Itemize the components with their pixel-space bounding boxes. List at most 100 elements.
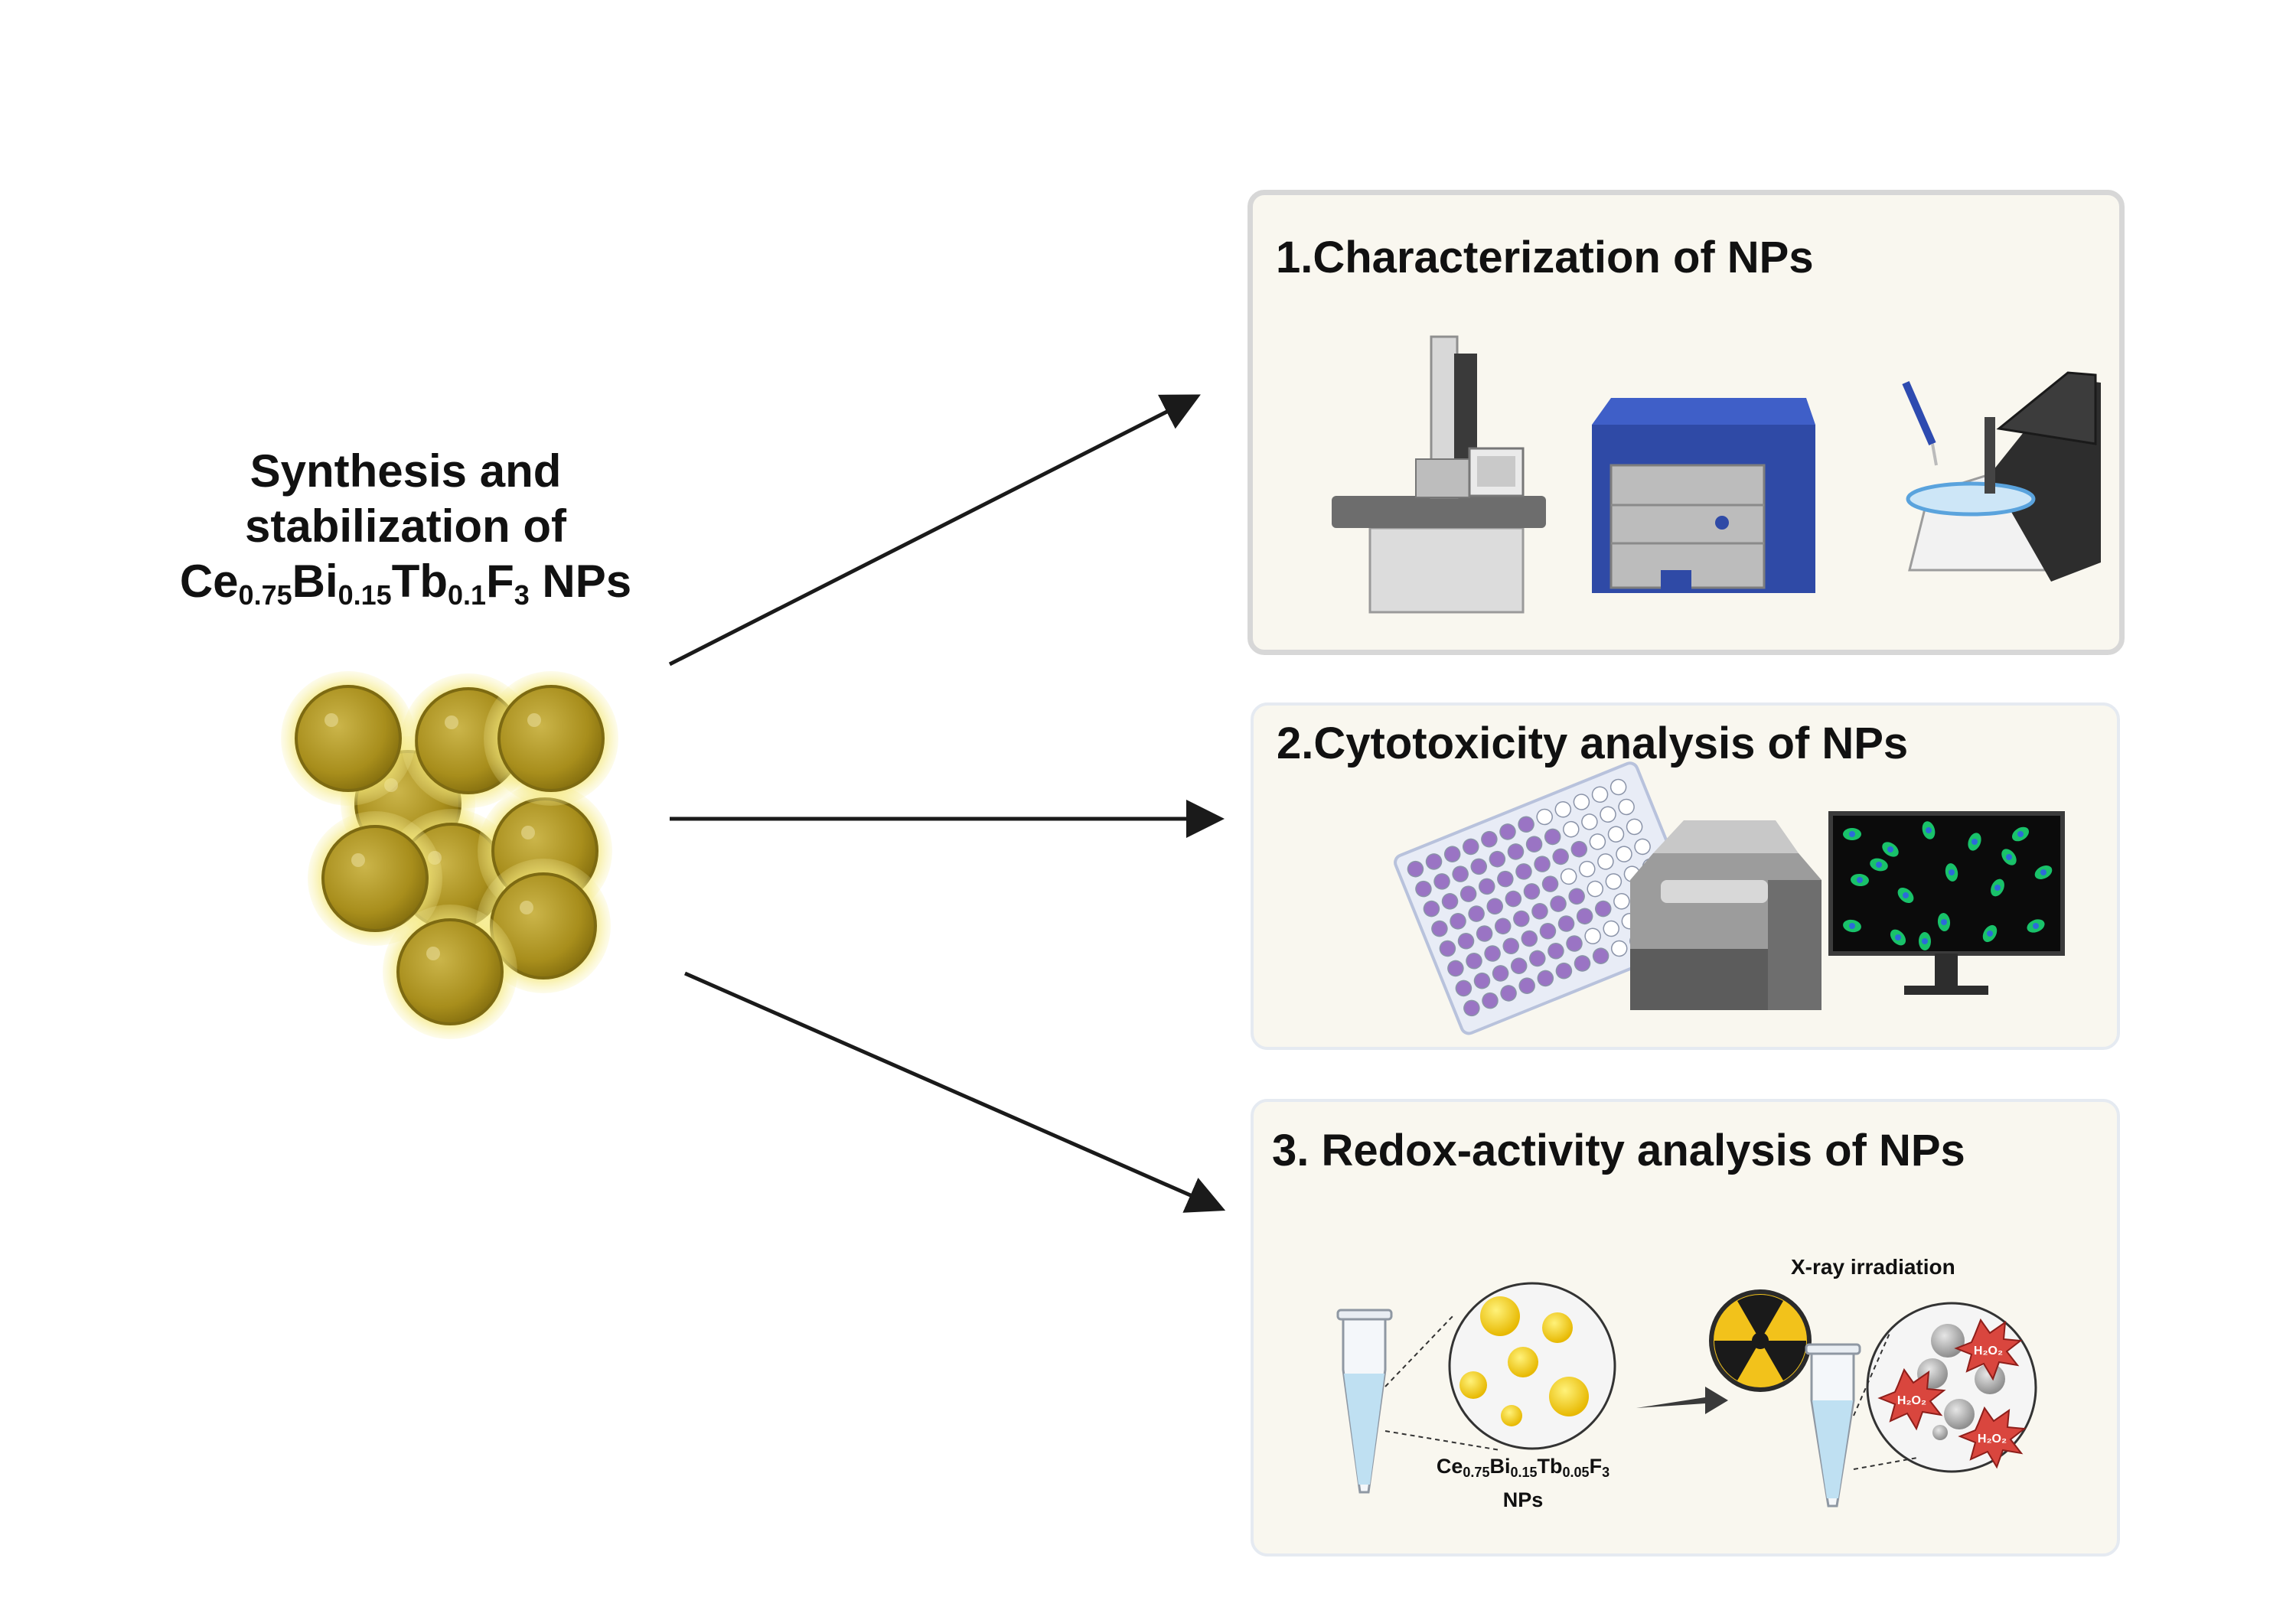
cell-nucleus (1971, 839, 1978, 845)
well (1518, 977, 1535, 994)
well (1425, 853, 1443, 870)
np-magnified-circle (1384, 1282, 1616, 1451)
well (1521, 930, 1538, 947)
well (1423, 900, 1440, 918)
arrow-to-characterization (668, 394, 1201, 667)
well (1595, 900, 1612, 918)
cell-nucleus (2006, 854, 2012, 860)
well (1537, 970, 1554, 987)
well (1407, 860, 1424, 878)
well (1613, 893, 1630, 910)
well (1576, 908, 1593, 925)
well (1499, 823, 1516, 840)
main-title-formula: Ce0.75Bi0.15Tb0.1F3 NPs (179, 556, 632, 611)
well (1570, 840, 1588, 858)
well (1433, 873, 1450, 890)
well (1457, 933, 1475, 950)
redox-title: 3. Redox-activity analysis of NPs (1272, 1126, 1965, 1175)
well (1634, 838, 1651, 856)
well (1486, 898, 1503, 915)
redox-panel: 3. Redox-activity analysis of NPs (1251, 1099, 2120, 1556)
well (1466, 952, 1482, 970)
nanoparticle (281, 671, 416, 806)
characterization-title: 1.Characterization of NPs (1276, 233, 1814, 282)
eppendorf-tube-icon (1336, 1309, 1393, 1494)
dls-analyzer-icon (1902, 371, 2101, 582)
well (1597, 853, 1614, 870)
well (1539, 923, 1557, 940)
well (1473, 972, 1491, 989)
well (1415, 880, 1432, 898)
well (1566, 935, 1583, 952)
cell-nucleus (2017, 831, 2024, 837)
well (1616, 846, 1632, 862)
cell-nucleus (2040, 869, 2047, 875)
main-title-line2: stabilization of (245, 500, 566, 552)
well (1439, 940, 1456, 957)
well (1510, 957, 1528, 974)
well (1534, 856, 1551, 872)
well (1609, 778, 1627, 796)
cell-nucleus (1895, 934, 1901, 940)
well (1523, 883, 1541, 900)
main-title-line1: Synthesis and (249, 445, 562, 497)
well (1581, 813, 1598, 830)
well (1447, 960, 1464, 977)
well (1494, 918, 1512, 935)
well-plate-icon (1394, 761, 1705, 1035)
h2o2-label: H₂O₂ (1974, 1345, 2003, 1358)
cell-nucleus (1922, 938, 1928, 944)
cell-nucleus (1849, 831, 1855, 837)
well (1518, 816, 1534, 833)
cell-nucleus (1849, 923, 1855, 929)
well (1610, 940, 1628, 957)
cell-nucleus (1994, 885, 2001, 891)
well (1600, 806, 1616, 823)
well (1468, 905, 1485, 922)
fluorescence-monitor-icon (1828, 811, 2065, 995)
irradiated-tube-icon (1805, 1343, 1861, 1508)
well (1431, 920, 1448, 937)
well (1484, 945, 1501, 962)
well (1455, 980, 1473, 997)
well (1525, 836, 1543, 852)
well (1489, 850, 1506, 868)
well (1573, 794, 1590, 810)
well (1560, 868, 1577, 885)
process-arrow (1636, 1387, 1728, 1414)
cytotoxicity-title: 2.Cytotoxicity analysis of NPs (1277, 719, 1909, 768)
well (1515, 863, 1532, 880)
h2o2-burst (1958, 1406, 2027, 1469)
well (1450, 913, 1466, 930)
well (1481, 830, 1498, 848)
well (1589, 833, 1606, 850)
well (1463, 999, 1480, 1017)
cell-nucleus (1941, 919, 1947, 925)
well (1507, 843, 1525, 860)
well (1607, 826, 1625, 843)
arrow-to-redox (683, 971, 1226, 1213)
well (1541, 875, 1559, 892)
well (1502, 937, 1519, 954)
afm-instrument-icon (1592, 398, 1815, 593)
well (1603, 920, 1619, 937)
h2o2-burst (1954, 1318, 2023, 1381)
well (1568, 888, 1585, 905)
nanoparticle (383, 905, 517, 1039)
nanoparticle (484, 671, 618, 806)
cell-nucleus (1887, 846, 1893, 852)
well (1452, 865, 1469, 882)
well (1497, 870, 1514, 888)
well (1591, 786, 1609, 804)
well (1482, 992, 1499, 1009)
radiation-icon (1709, 1289, 1812, 1392)
well (1500, 985, 1517, 1002)
cell-nucleus (1876, 862, 1882, 868)
ros-magnified-circle: H₂O₂ H₂O₂ H₂O₂ (1853, 1302, 2037, 1473)
well (1470, 858, 1488, 875)
well (1555, 962, 1573, 980)
well (1554, 800, 1572, 818)
well (1531, 903, 1548, 920)
well (1441, 893, 1459, 910)
